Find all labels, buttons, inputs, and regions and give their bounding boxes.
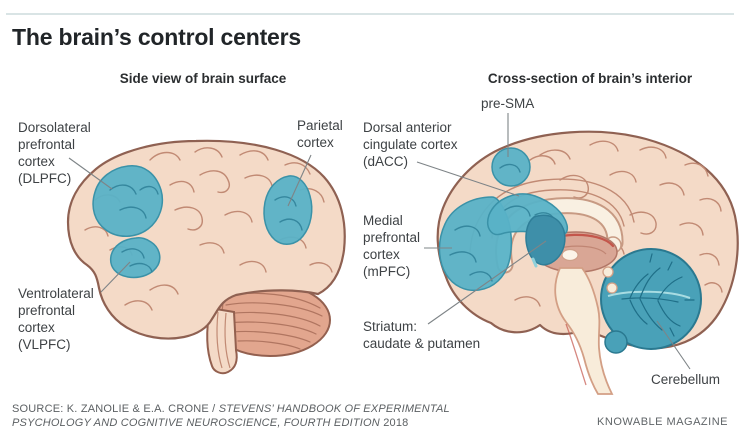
striatum-region	[525, 214, 566, 268]
publisher-brand: KNOWABLE MAGAZINE	[597, 416, 728, 428]
parietal-leader	[287, 154, 312, 207]
source-year: 2018	[379, 417, 409, 429]
dlpfc-region	[92, 165, 164, 237]
dacc-leader	[416, 161, 520, 197]
pre-sma-region	[491, 147, 531, 187]
parietal-label: Parietal cortex	[297, 118, 343, 150]
vlpfc-label: Ventrolateral prefrontal cortex (VLPFC)	[18, 286, 94, 352]
dacc-label: Dorsal anterior cingulate cortex (dACC)	[363, 120, 458, 169]
side-view-brain	[66, 139, 346, 375]
side-brainstem	[206, 306, 238, 375]
mpfc-label: Medial prefrontal cortex (mPFC)	[363, 213, 421, 279]
leader-lines	[68, 113, 691, 370]
page-title: The brain’s control centers	[12, 24, 301, 50]
cerebellum-label: Cerebellum	[651, 372, 721, 387]
pre-sma-label: pre-SMA	[481, 96, 535, 111]
cross-section-brain	[436, 130, 739, 395]
accent-rule	[6, 13, 734, 15]
vlpfc-leader	[100, 261, 131, 293]
cerebellum-leader	[656, 320, 691, 370]
cross-cerebellum-region	[600, 248, 702, 354]
dlpfc-leader	[68, 157, 113, 190]
parietal-region	[263, 175, 313, 245]
source-credit: SOURCE: K. ZANOLIE & E.A. CRONE / STEVEN…	[12, 402, 486, 430]
cross-brainstem	[554, 266, 618, 395]
right-panel-subtitle: Cross-section of brain’s interior	[487, 71, 693, 86]
source-prefix: SOURCE: K. ZANOLIE & E.A. CRONE /	[12, 403, 219, 415]
source-italic-title: STEVENS’ HANDBOOK OF EXPERIMENTAL PSYCHO…	[12, 403, 450, 429]
striatum-label: Striatum: caudate & putamen	[363, 319, 481, 351]
left-panel-subtitle: Side view of brain surface	[119, 71, 287, 86]
dlpfc-label: Dorsolateral prefrontal cortex (DLPFC)	[18, 120, 91, 186]
side-cerebellum	[209, 283, 331, 357]
striatum-leader	[427, 240, 547, 325]
vlpfc-region	[109, 237, 161, 279]
